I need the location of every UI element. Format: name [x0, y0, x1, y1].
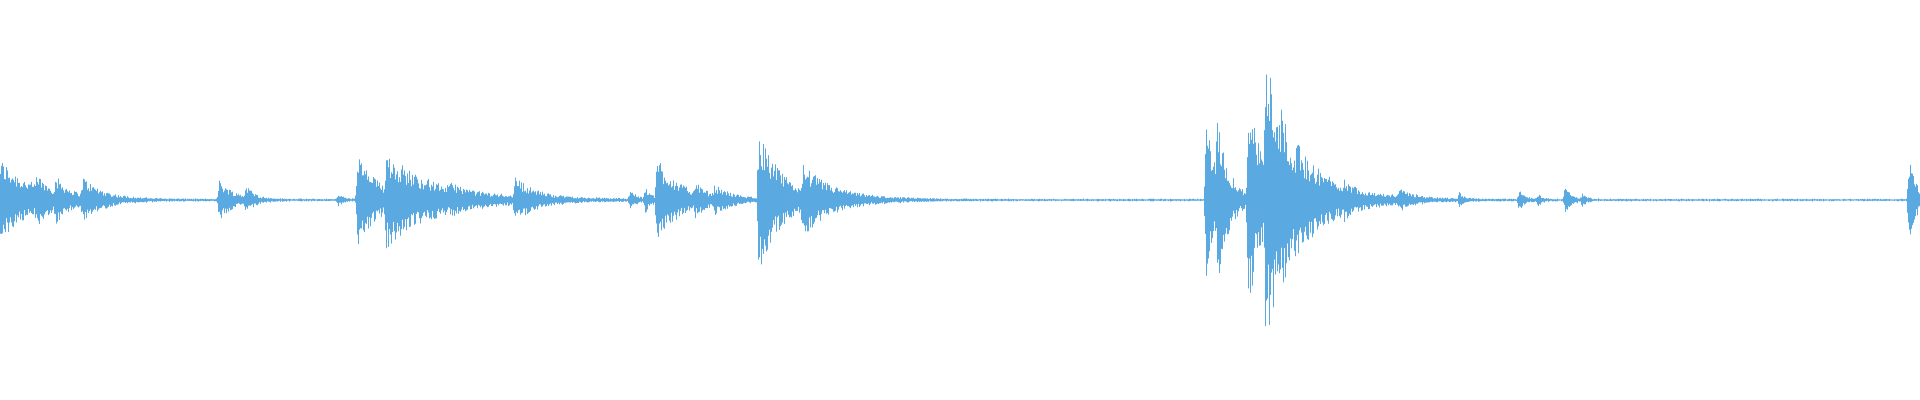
waveform-signal: [0, 74, 1920, 327]
